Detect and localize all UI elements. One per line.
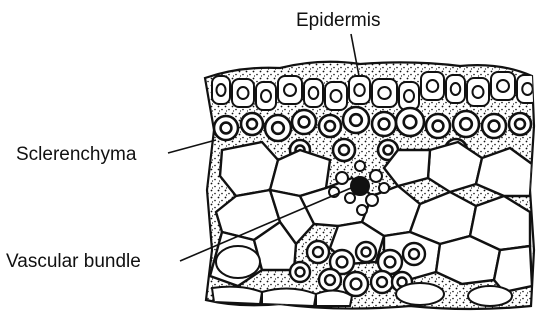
lower-thick-cell-lumen <box>325 275 335 285</box>
epidermis-label: Epidermis <box>296 10 380 31</box>
sclerenchyma-cell-lumen <box>379 119 390 130</box>
lower-thick-cell-lumen <box>409 249 419 259</box>
sclerenchyma-label: Sclerenchyma <box>16 144 137 165</box>
sclerenchyma-cell-lumen <box>350 114 362 126</box>
epidermis-cell-nucleus <box>331 90 342 102</box>
epidermis-cell-nucleus <box>238 87 249 99</box>
epidermis-cell-nucleus <box>473 86 484 98</box>
lower-thick-cell-lumen <box>337 257 348 268</box>
epidermis-cell-nucleus <box>451 83 461 95</box>
sclerenchyma-leader <box>168 140 216 153</box>
sclerenchyma-cell-lumen <box>384 146 393 155</box>
epidermis-cell-nucleus <box>427 80 439 92</box>
lower-thick-cell-lumen <box>313 247 323 257</box>
lower-thick-cell-lumen <box>377 277 387 287</box>
lower-thick-cell-lumen <box>351 279 362 290</box>
epidermis-cell-nucleus <box>261 90 271 102</box>
epidermis-cell-nucleus <box>522 83 533 95</box>
lower-thick-cell-lumen <box>296 268 305 277</box>
vascular-bundle-label: Vascular bundle <box>6 251 141 272</box>
sclerenchyma-cell-lumen <box>272 122 284 134</box>
lower-thick-cell-lumen <box>385 257 396 268</box>
epidermis-cell-nucleus <box>284 84 296 96</box>
epidermis-cell-nucleus <box>378 87 391 99</box>
epidermis-cell-nucleus <box>404 90 414 102</box>
sclerenchyma-cell-lumen <box>339 145 349 155</box>
sclerenchyma-cell-lumen <box>460 118 472 130</box>
sclerenchyma-cell-lumen <box>404 116 417 129</box>
sclerenchyma-cell-lumen <box>247 119 257 129</box>
epidermis-cell-nucleus <box>354 84 365 96</box>
sclerenchyma-cell-lumen <box>515 119 525 129</box>
sclerenchyma-cell-lumen <box>221 123 232 134</box>
sclerenchyma-cell-lumen <box>489 121 500 132</box>
sclerenchyma-cell-lumen <box>433 121 444 132</box>
tissue-section <box>205 62 541 309</box>
epidermis-cell-nucleus <box>217 84 226 96</box>
epidermis-cell-nucleus <box>309 87 319 99</box>
lower-thick-cell-lumen <box>362 248 371 257</box>
sclerenchyma-cell-lumen <box>299 117 310 128</box>
epidermis-cell-nucleus <box>497 80 509 92</box>
sclerenchyma-cell-lumen <box>325 121 335 131</box>
